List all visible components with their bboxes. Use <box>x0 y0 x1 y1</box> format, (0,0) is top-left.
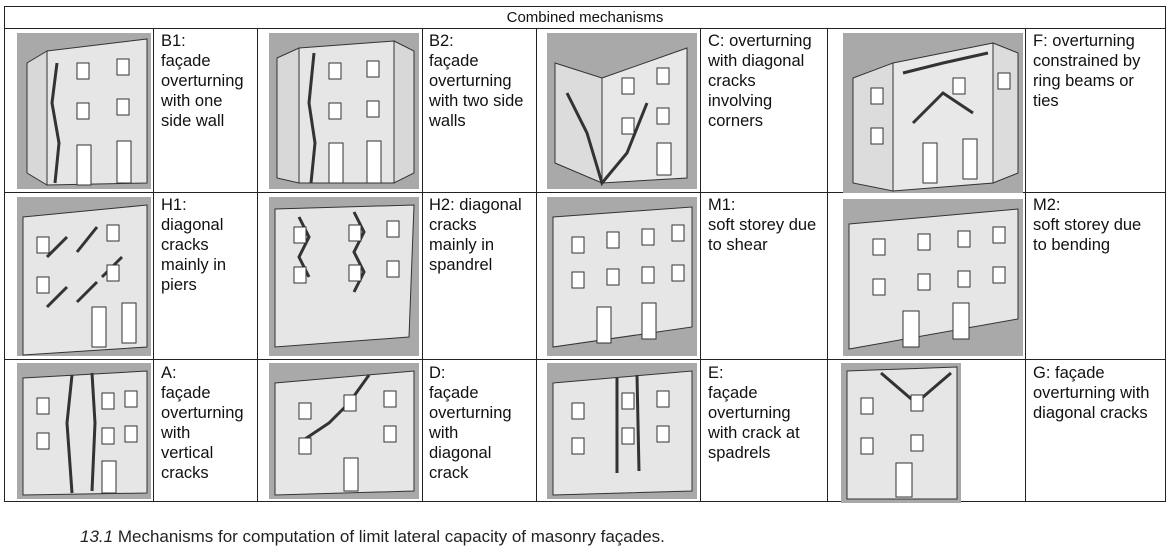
facade-diagonal-crack-figure <box>269 363 419 499</box>
grid-line <box>153 29 154 501</box>
overturning-ring-beams-figure <box>843 33 1023 193</box>
grid-line <box>700 29 701 501</box>
facade-vertical-cracks-figure <box>17 363 151 499</box>
figure-number: 13.1 <box>80 527 114 546</box>
grid-line <box>5 192 1165 193</box>
soft-storey-bending-figure <box>843 199 1023 356</box>
facade-diagonal-cracks-g-figure <box>841 363 961 503</box>
facade-overturning-one-side-wall-figure <box>17 33 151 189</box>
overturning-diagonal-cracks-corners-figure <box>547 33 697 189</box>
grid-line <box>5 359 1165 360</box>
soft-storey-shear-figure <box>547 197 697 356</box>
facade-overturning-two-side-walls-figure <box>269 33 419 189</box>
mechanisms-table: Combined mechanisms <box>4 6 1166 503</box>
facade-crack-spandrels-figure <box>547 363 697 499</box>
diagonal-cracks-piers-figure <box>17 197 151 356</box>
figure-caption: 13.1 Mechanisms for computation of limit… <box>80 527 665 547</box>
grid-line <box>257 29 258 501</box>
grid-line <box>422 29 423 501</box>
diagonal-cracks-spandrel-figure <box>269 197 419 356</box>
table-title: Combined mechanisms <box>5 7 1165 29</box>
grid-line <box>536 29 537 501</box>
grid-line <box>1025 29 1026 501</box>
grid-line <box>827 29 828 501</box>
figure-caption-text: Mechanisms for computation of limit late… <box>117 527 665 546</box>
